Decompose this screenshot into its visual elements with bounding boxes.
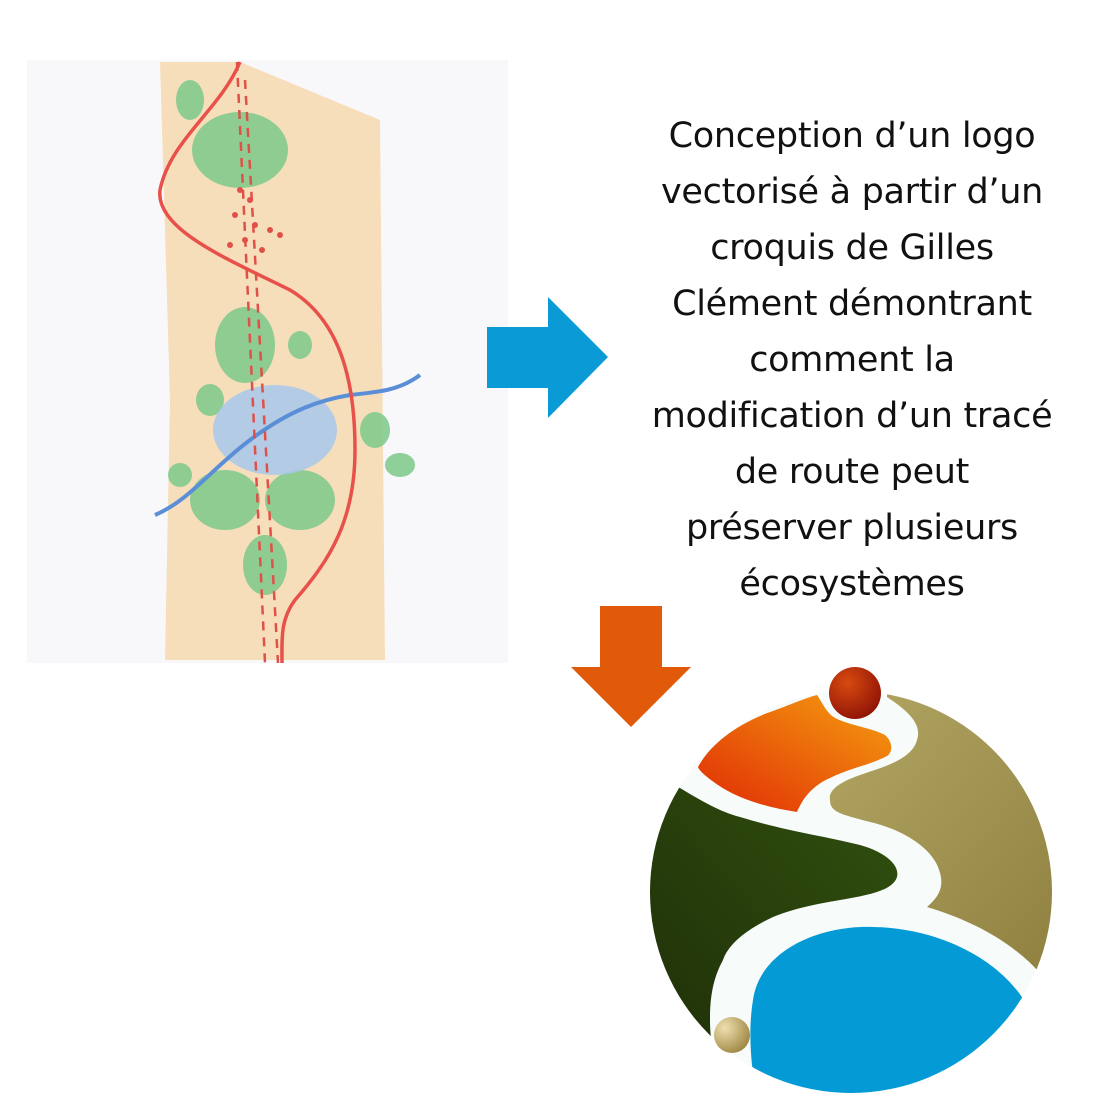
road-sketch	[27, 60, 508, 664]
caption-line: préserver plusieurs	[685, 508, 1018, 548]
caption-line: Conception d’un logo	[668, 116, 1036, 156]
sketch-forests	[168, 80, 415, 595]
caption-line: Clément démontrant	[672, 284, 1032, 324]
sketch-lake	[154, 373, 422, 517]
caption-line: écosystèmes	[739, 564, 965, 604]
caption-line: modification d’un tracé	[651, 396, 1053, 436]
sketch-village	[227, 187, 283, 253]
caption-line: croquis de Gilles	[710, 228, 994, 268]
arrow-down-icon	[571, 606, 691, 727]
caption-line: de route peut	[734, 452, 970, 492]
logo-gold-ball	[714, 1017, 750, 1053]
arrow-right-icon	[487, 297, 608, 418]
caption-line: vectorisé à partir d’un	[660, 172, 1044, 212]
sketch-new-road	[158, 61, 357, 664]
caption-line: comment la	[749, 340, 955, 380]
logo-orange-region	[698, 695, 892, 812]
description-text: Conception d’un logo vectorisé à partir …	[622, 108, 1082, 612]
sketch-old-road	[235, 61, 280, 664]
vector-logo	[650, 667, 1052, 1093]
logo-red-ball	[829, 667, 881, 719]
